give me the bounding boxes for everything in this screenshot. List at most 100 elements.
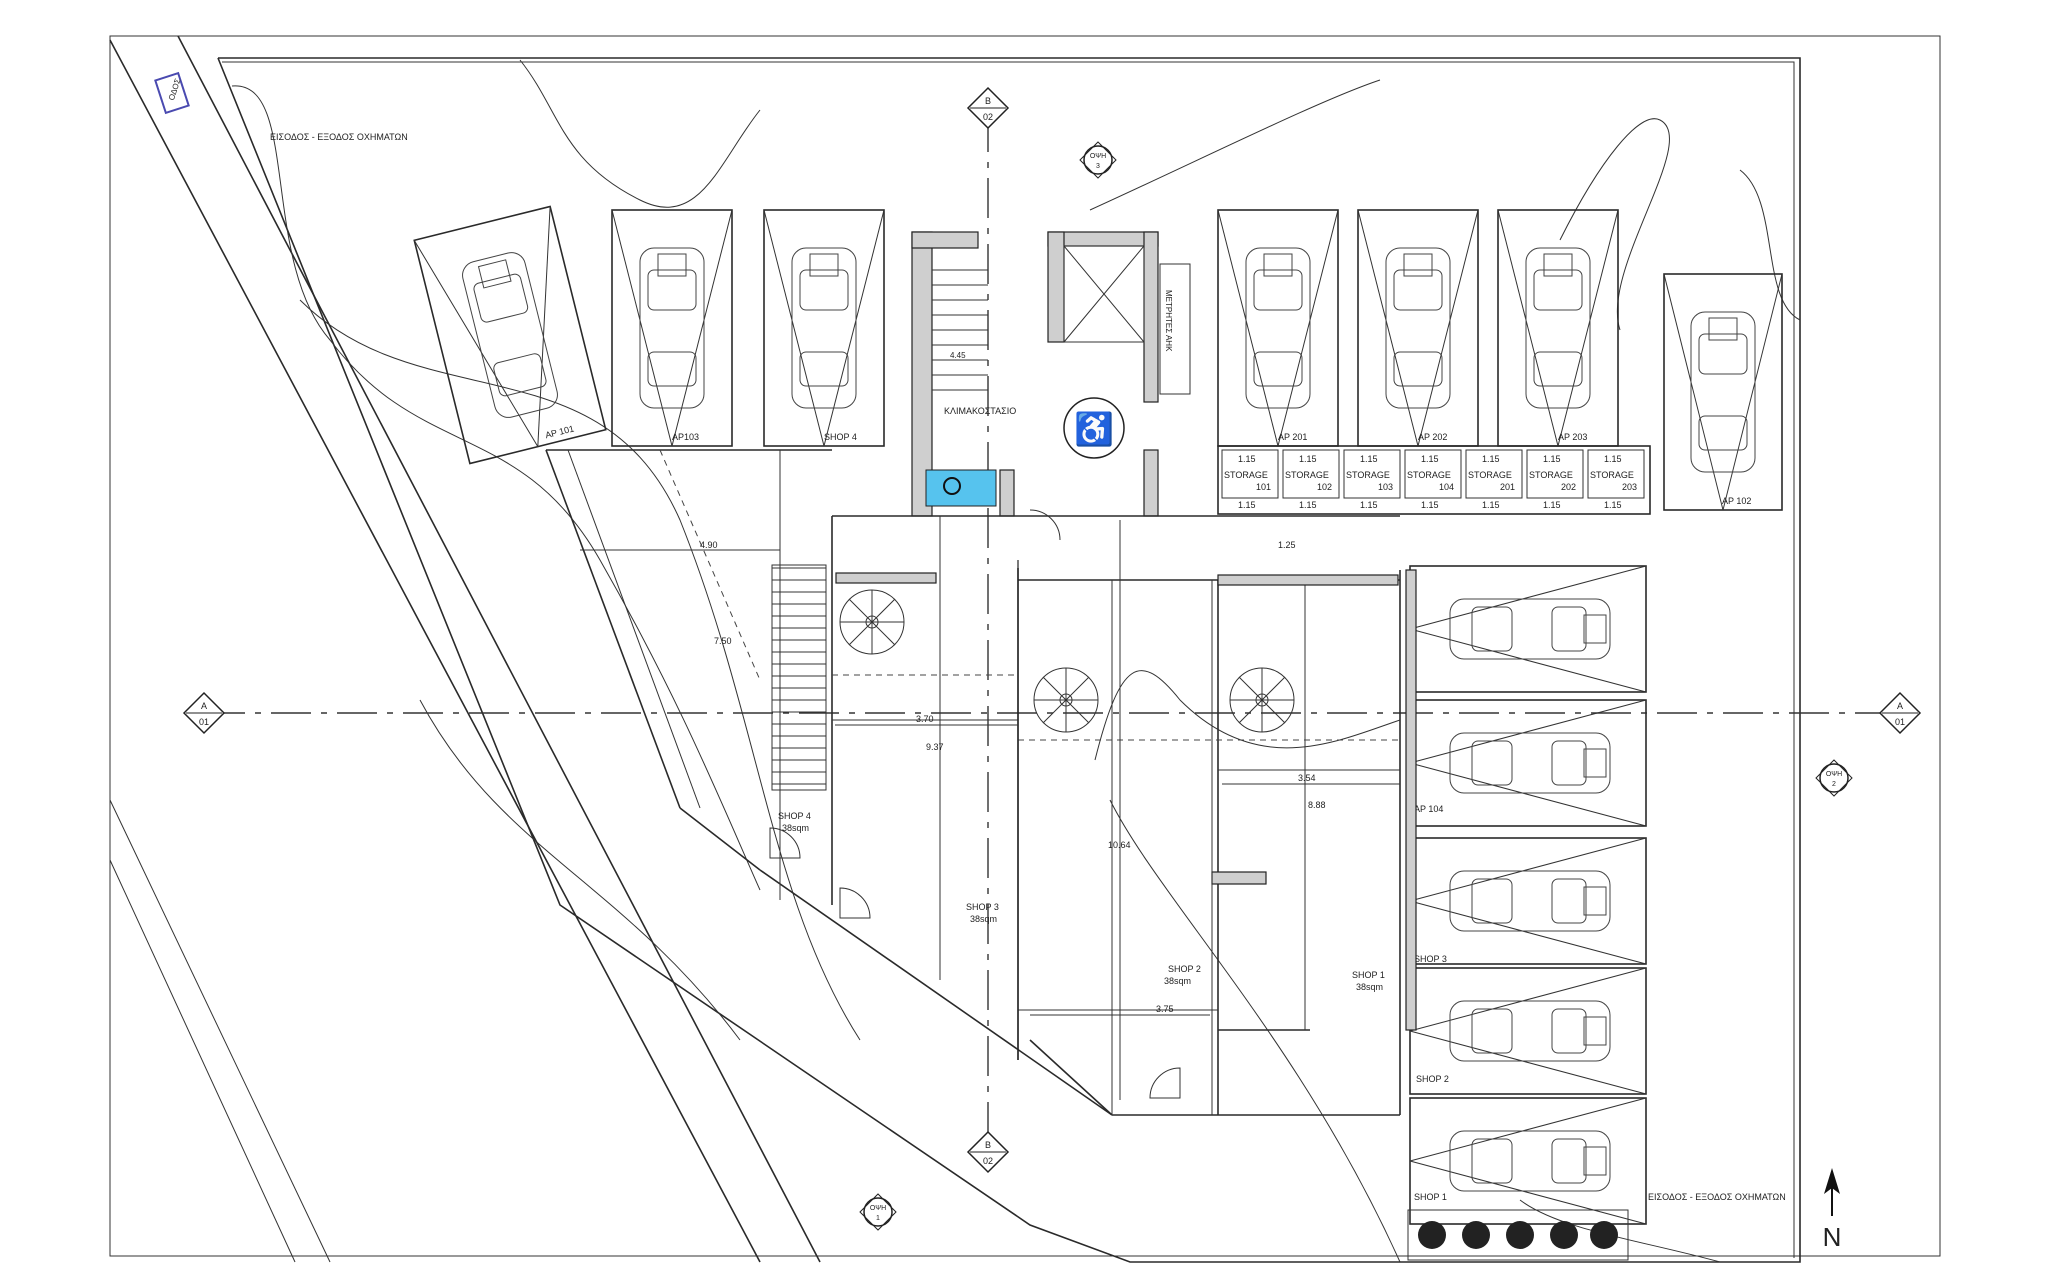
parking-bay-right: [1409, 565, 1647, 693]
storage-name: STORAGE: [1590, 470, 1634, 480]
dim-937: 9.37: [926, 742, 944, 752]
svg-text:02: 02: [983, 112, 993, 122]
stair-hall-label: ΚΛΙΜΑΚΟΣΤΑΣΙΟ: [944, 406, 1016, 416]
section-marker-a-left: A 01: [182, 691, 226, 735]
shop-labels: SHOP 4 38sqm SHOP 3 38sqm SHOP 2 38sqm S…: [778, 811, 1385, 992]
storage-top-dim: 1.15: [1604, 454, 1622, 464]
storage-name: STORAGE: [1468, 470, 1512, 480]
storage-top-dim: 1.15: [1482, 454, 1500, 464]
entry-label-bottom: ΕΙΣΟΔΟΣ - ΕΞΟΔΟΣ ΟΧΗΜΑΤΩΝ: [1648, 1192, 1786, 1202]
storage-row: 1.15STORAGE1011.151.15STORAGE1021.151.15…: [1217, 445, 1651, 515]
storage-top-dim: 1.15: [1543, 454, 1561, 464]
north-label: N: [1823, 1222, 1842, 1252]
storage-number: 103: [1378, 482, 1393, 492]
shop4-name: SHOP 4: [778, 811, 811, 821]
dim-354: 3.54: [1298, 773, 1316, 783]
dim-490: 4.90: [700, 540, 718, 550]
section-marker-b-bottom: B 02: [966, 1130, 1010, 1174]
storage-bottom-dim: 1.15: [1482, 500, 1500, 510]
parking-bay-right-label: AP 104: [1414, 804, 1443, 814]
parking-bay-top: AP 102: [1663, 273, 1783, 511]
storage-bottom-dim: 1.15: [1604, 500, 1622, 510]
storage-number: 104: [1439, 482, 1454, 492]
section-marker-a-right: A 01: [1878, 691, 1922, 735]
svg-text:01: 01: [199, 717, 209, 727]
storage-bottom-dim: 1.15: [1543, 500, 1561, 510]
svg-text:ΟΨΗ: ΟΨΗ: [1826, 771, 1842, 778]
parking-bay-right-label: SHOP 3: [1414, 954, 1447, 964]
svg-text:ΟΨΗ: ΟΨΗ: [1090, 153, 1106, 160]
parking-bay-label: AP 102: [1722, 496, 1751, 506]
parking-bay-top: AP 203: [1497, 209, 1619, 447]
shop4-area: 38sqm: [782, 823, 809, 833]
storage-bottom-dim: 1.15: [1238, 500, 1256, 510]
shop3-area: 38sqm: [970, 914, 997, 924]
storage-number: 202: [1561, 482, 1576, 492]
storage-top-dim: 1.15: [1299, 454, 1317, 464]
planter-strip: [1407, 1209, 1629, 1261]
dim-888: 8.88: [1308, 800, 1326, 810]
sheet-frame: [109, 35, 1941, 1257]
parking-bay-right: [1409, 837, 1647, 965]
parking-bay-top: AP 201: [1217, 209, 1339, 447]
parking-bay-right-label: SHOP 1: [1414, 1192, 1447, 1202]
parking-bay-right-label: SHOP 2: [1416, 1074, 1449, 1084]
storage-name: STORAGE: [1529, 470, 1573, 480]
storage-bottom-dim: 1.15: [1421, 500, 1439, 510]
storage-name: STORAGE: [1346, 470, 1390, 480]
parking-bay-right: [1409, 699, 1647, 827]
dim-375: 3.75: [1156, 1004, 1174, 1014]
view-marker-2: ΟΨΗ 2: [1815, 759, 1853, 797]
road-tag-box: [154, 71, 190, 115]
storage-number: 102: [1317, 482, 1332, 492]
parking-bay-top: AP 101: [413, 205, 607, 465]
storage-name: STORAGE: [1224, 470, 1268, 480]
parking-bay-top: AP 202: [1357, 209, 1479, 447]
storage-name: STORAGE: [1285, 470, 1329, 480]
storage-top-dim: 1.15: [1360, 454, 1378, 464]
svg-text:ΟΨΗ: ΟΨΗ: [870, 1205, 886, 1212]
view-marker-1: ΟΨΗ 1: [859, 1193, 897, 1231]
parking-bay-right: [1409, 1097, 1647, 1225]
dim-1064: 10.64: [1108, 840, 1131, 850]
dim-125: 1.25: [1278, 540, 1296, 550]
dimensions: 4.90 7.50 3.70 9.37 10.64 3.54 8.88 3.75…: [580, 449, 1400, 1016]
svg-text:B: B: [985, 1140, 991, 1150]
contour-lines: [231, 59, 1801, 1263]
accessible-icon: [1063, 397, 1125, 459]
storage-top-dim: 1.15: [1421, 454, 1439, 464]
storage-number: 203: [1622, 482, 1637, 492]
svg-text:2: 2: [1832, 781, 1836, 788]
road: ΟΔΟΣ: [109, 35, 821, 1263]
storage-top-dim: 1.15: [1238, 454, 1256, 464]
dim-750: 7.50: [714, 636, 732, 646]
meter-room-label: ΜΕΤΡΗΤΕΣ ΑΗΚ: [1164, 290, 1173, 352]
svg-text:1: 1: [876, 1215, 880, 1222]
section-marker-b-top: B 02: [966, 86, 1010, 130]
shop1-area: 38sqm: [1356, 982, 1383, 992]
svg-text:02: 02: [983, 1156, 993, 1166]
storage-number: 101: [1256, 482, 1271, 492]
svg-text:B: B: [985, 96, 991, 106]
svg-text:A: A: [201, 701, 207, 711]
parking-bay-label: SHOP 4: [824, 432, 857, 442]
shop2-area: 38sqm: [1164, 976, 1191, 986]
parking-bay-right: [1409, 967, 1647, 1095]
parking-bay-label: AP 203: [1558, 432, 1587, 442]
view-marker-3: ΟΨΗ 3: [1079, 141, 1117, 179]
shop-block: [545, 449, 1417, 1116]
spiral-stairs: [839, 589, 1295, 733]
svg-text:A: A: [1897, 701, 1903, 711]
road-tag-label: ΟΔΟΣ: [167, 77, 182, 101]
stair-dim: 4.45: [950, 351, 966, 360]
north-arrow: N: [1823, 1168, 1842, 1252]
storage-name: STORAGE: [1407, 470, 1451, 480]
